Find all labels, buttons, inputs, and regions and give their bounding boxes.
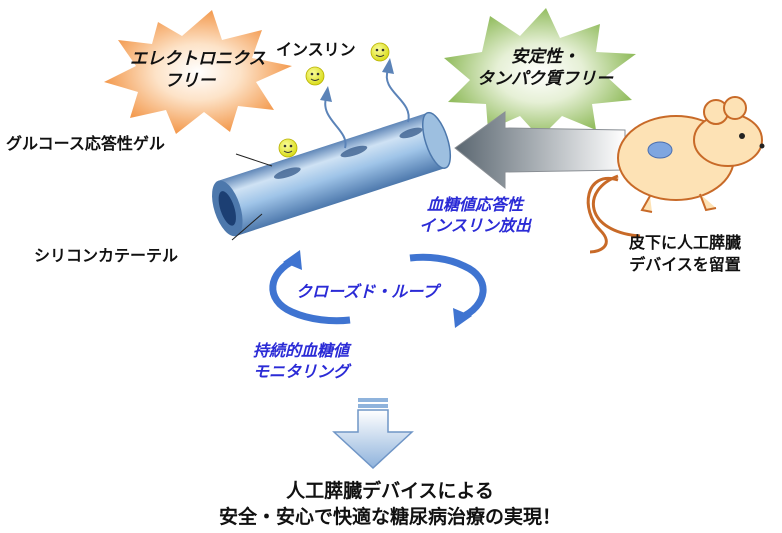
monitoring-label: 持続的血糖値 モニタリング [252, 341, 349, 381]
release-arrow-2 [385, 69, 410, 123]
conclusion-label: 人工膵臓デバイスによる 安全・安心で快適な糖尿病治療の実現！ [218, 480, 561, 528]
silicone-catheter-label: シリコンカテーテル [34, 246, 179, 265]
insulin-label: インスリン [276, 40, 356, 59]
implant-label: 皮下に人工膵臓 デバイスを留置 [628, 233, 741, 274]
release-arrowhead-2 [382, 58, 394, 74]
glucose-release-label: 血糖値応答性 インスリン放出 [419, 195, 531, 235]
smiley-icon [370, 42, 390, 62]
implant-device [647, 141, 673, 159]
down-arrow-icon [332, 398, 414, 470]
gel-leader-line [235, 153, 273, 167]
catheter-leader-line [231, 213, 263, 241]
loop-arrow-icon [269, 250, 487, 328]
electronics-free-burst [104, 10, 292, 134]
protein-free-label: 安定性・ タンパク質フリー [477, 47, 613, 89]
smiley-icon [278, 138, 298, 158]
smiley-icon [305, 66, 325, 86]
release-arrowhead-1 [320, 86, 332, 102]
release-arrow-1 [324, 97, 347, 149]
closed-loop-label: クローズド・ループ [296, 282, 439, 301]
protein-free-burst [444, 8, 636, 138]
electronics-free-label: エレクトロニクス フリー [130, 49, 266, 91]
catheter-tube [212, 111, 452, 237]
glucose-gel-label: グルコース応答性ゲル [6, 134, 165, 153]
mouse-illustration [586, 96, 765, 254]
